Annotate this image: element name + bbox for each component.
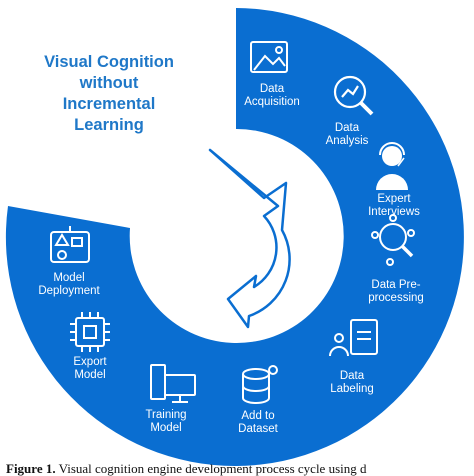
stage-label-data-analysis: Data Analysis — [314, 122, 380, 148]
magnifier-network-icon — [371, 214, 415, 266]
landscape-image-icon — [250, 41, 288, 73]
stage-label-add-to-dataset: Add to Dataset — [226, 410, 290, 436]
title-line: Learning — [74, 116, 144, 134]
database-icon — [242, 365, 278, 404]
stage-label-data-acquisition: Data Acquisition — [236, 83, 308, 109]
stage-label-data-labeling: Data Labeling — [318, 370, 386, 396]
center-cycle-arrow — [208, 148, 291, 329]
stage-label-line: Labeling — [330, 383, 374, 395]
document-people-icon — [329, 319, 378, 357]
stage-label-line: Deployment — [38, 285, 100, 297]
stage-label-line: Model — [53, 272, 85, 284]
figure-caption-text: Visual cognition engine development proc… — [58, 461, 367, 476]
stage-label-line: Model — [150, 422, 182, 434]
stage-label-line: Expert — [377, 193, 411, 205]
stage-label-export-model: Export Model — [62, 356, 118, 382]
stage-label-data-preprocessing: Data Pre- processing — [360, 279, 432, 305]
headset-person-icon — [376, 142, 408, 190]
magnifier-chart-icon — [333, 75, 374, 116]
stage-label-line: Analysis — [325, 135, 369, 147]
stage-label-model-deployment: Model Deployment — [30, 272, 108, 298]
stage-label-expert-interviews: Expert Interviews — [358, 193, 430, 219]
stage-label-line: Model — [74, 369, 106, 381]
deployment-shapes-icon — [50, 226, 90, 263]
title-line: Incremental — [62, 95, 156, 113]
stage-label-line: Data Pre- — [371, 279, 421, 291]
stage-label-line: Data — [259, 83, 285, 95]
figure-number: Figure 1. — [6, 461, 56, 476]
diagram-title: Visual Cognition without Incremental Lea… — [20, 52, 198, 136]
stage-label-line: Data — [334, 122, 360, 134]
title-line: without — [79, 74, 139, 92]
title-line: Visual Cognition — [44, 53, 174, 71]
stage-label-line: Acquisition — [244, 96, 300, 108]
stage-label-line: Dataset — [238, 423, 278, 435]
computer-icon — [150, 364, 196, 403]
stage-label-line: Export — [73, 356, 107, 368]
cycle-ring — [5, 8, 464, 466]
stage-label-line: Add to — [241, 410, 275, 422]
stage-label-line: Interviews — [368, 206, 420, 218]
stage-label-line: processing — [368, 292, 424, 304]
stage-label-line: Training — [145, 409, 187, 421]
figure-caption: Figure 1. Visual cognition engine develo… — [6, 461, 474, 476]
stage-label-line: Data — [339, 370, 365, 382]
stage-label-training-model: Training Model — [135, 409, 197, 435]
chip-icon — [70, 312, 110, 352]
